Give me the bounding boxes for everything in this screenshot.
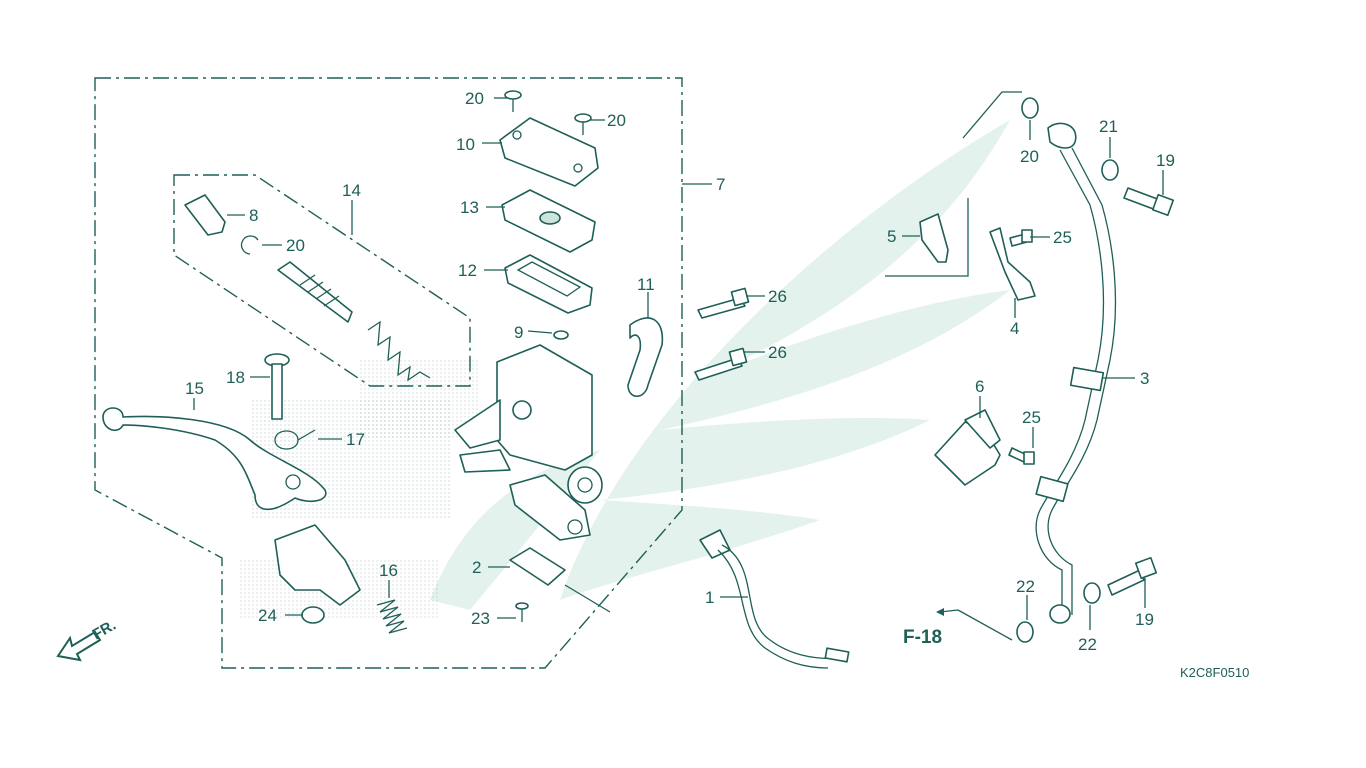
callout-13[interactable]: 13	[460, 198, 479, 217]
circlip[interactable]	[240, 235, 259, 255]
callout-3[interactable]: 3	[1140, 369, 1149, 388]
callout-2[interactable]: 2	[472, 558, 481, 577]
reservoir-cap[interactable]	[499, 117, 599, 187]
front-brake-switch[interactable]	[509, 547, 566, 586]
reference-label[interactable]: F-18	[903, 627, 942, 648]
callout-16[interactable]: 16	[379, 561, 398, 580]
callout-20-d[interactable]: 22	[1078, 635, 1097, 654]
brake-switch-housing[interactable]	[509, 474, 591, 541]
diagram-code: K2C8F0510	[1180, 665, 1249, 680]
nut[interactable]	[301, 606, 325, 624]
callout-11[interactable]: 11	[637, 275, 655, 294]
switch-spring[interactable]	[376, 599, 408, 634]
oil-bolt-lower[interactable]	[1107, 556, 1158, 596]
piston-set-outline	[173, 174, 471, 387]
callout-26-a[interactable]: 26	[768, 287, 787, 306]
hose-group-corner-bottom	[957, 609, 1013, 641]
hose-group-corner-top	[962, 91, 1022, 139]
callout-19-b[interactable]: 19	[1135, 610, 1154, 629]
bolt-lower[interactable]	[694, 347, 748, 381]
callout-8[interactable]: 8	[249, 206, 258, 225]
grommet[interactable]	[553, 330, 569, 340]
sealing-washer-1[interactable]	[1021, 97, 1039, 119]
callout-1[interactable]: 1	[705, 588, 714, 607]
switch-wire-harness[interactable]	[699, 529, 850, 669]
callout-24[interactable]: 24	[258, 606, 277, 625]
boot[interactable]	[184, 194, 226, 236]
switch-screw[interactable]	[515, 602, 529, 622]
front-direction-indicator: FR.	[56, 617, 119, 662]
lever-pivot-bracket[interactable]	[274, 524, 361, 606]
callout-22-a[interactable]: 20	[465, 89, 484, 108]
screw-top-right[interactable]	[574, 113, 592, 135]
callout-14[interactable]: 14	[342, 181, 361, 200]
callout-7[interactable]: 7	[716, 175, 725, 194]
callout-18[interactable]: 18	[226, 368, 245, 387]
leader-lines	[193, 97, 1164, 630]
diaphragm[interactable]	[504, 254, 593, 314]
hose-clamp[interactable]	[989, 227, 1036, 301]
piston[interactable]	[277, 261, 353, 323]
callout-20-a[interactable]: 20	[1020, 147, 1039, 166]
clamp-bracket-group-outline	[885, 198, 969, 277]
oil-bolt-upper[interactable]	[1123, 187, 1175, 217]
callout-22-b[interactable]: 20	[607, 111, 626, 130]
sealing-washer-4[interactable]	[1016, 621, 1034, 643]
screw-top-left[interactable]	[504, 90, 522, 112]
hose-guide[interactable]	[934, 409, 1001, 486]
piston-spring[interactable]	[367, 320, 431, 382]
holder-clamp[interactable]	[627, 317, 664, 398]
callout-12[interactable]: 12	[458, 261, 477, 280]
pivot-bolt[interactable]	[264, 353, 290, 420]
bolt-25-upper[interactable]	[1009, 229, 1033, 247]
callout-5[interactable]: 5	[887, 227, 896, 246]
wing-logo-watermark	[240, 120, 1010, 620]
callout-25-a[interactable]: 25	[1053, 228, 1072, 247]
front-direction-arrow-icon	[56, 630, 102, 662]
callout-20-b[interactable]: 21	[1099, 117, 1118, 136]
callout-25-b[interactable]: 25	[1022, 408, 1041, 427]
sealing-washer-3[interactable]	[1083, 582, 1101, 604]
brake-lever[interactable]	[102, 407, 327, 511]
master-cylinder-assembly-outline	[94, 77, 683, 669]
sealing-washer-2[interactable]	[1101, 159, 1119, 181]
cap-plate[interactable]	[501, 189, 596, 253]
bolt-upper[interactable]	[697, 287, 750, 319]
callout-26-b[interactable]: 26	[768, 343, 787, 362]
reference-link[interactable]: F-18	[903, 608, 959, 648]
callout-20-c[interactable]: 22	[1016, 577, 1035, 596]
callout-6[interactable]: 6	[975, 377, 984, 396]
bolt-25-lower[interactable]	[1008, 447, 1035, 465]
callout-17[interactable]: 17	[346, 430, 365, 449]
callout-19-a[interactable]: 19	[1156, 151, 1175, 170]
callout-15[interactable]: 15	[185, 379, 204, 398]
callout-23[interactable]: 23	[471, 609, 490, 628]
callout-9[interactable]: 9	[514, 323, 523, 342]
callout-10[interactable]: 10	[456, 135, 475, 154]
callout-21[interactable]: 20	[286, 236, 305, 255]
hose-clamp-bracket[interactable]	[919, 213, 949, 263]
master-cylinder-body[interactable]	[454, 344, 603, 504]
brake-hose[interactable]	[1035, 122, 1117, 624]
callout-4[interactable]: 4	[1010, 319, 1019, 338]
lever-spring[interactable]	[274, 429, 316, 450]
